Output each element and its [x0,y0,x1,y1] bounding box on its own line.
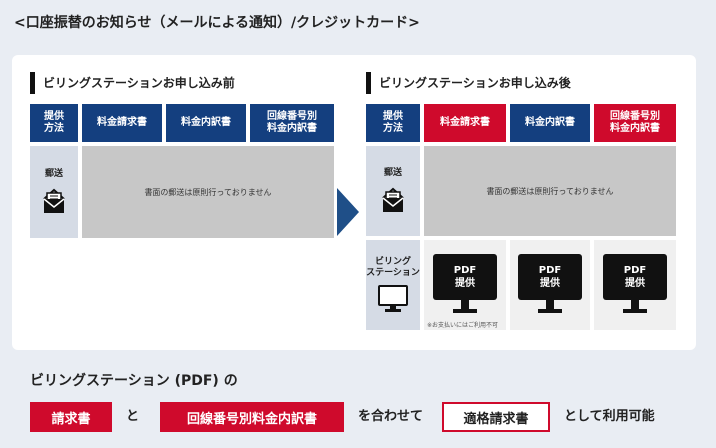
usage-text: として利用可能 [564,409,655,424]
billing-label-line2: ステーション [366,268,420,278]
qualified-invoice-chip: 適格請求書 [442,402,550,432]
arrow-right-icon [337,188,359,236]
before-header-method: 提供方法 [30,104,78,142]
after-billing-row-label: ビリング ステーション [366,240,420,330]
page-title: <口座振替のお知らせ（メールによる通知）/クレジットカード> [14,15,420,31]
after-header-line-breakdown: 回線番号別料金内訳書 [594,104,676,142]
envelope-icon [43,188,65,213]
before-header-invoice: 料金請求書 [82,104,162,142]
after-mail-message: 書面の郵送は原則行っておりません [424,146,676,236]
before-header-line-breakdown: 回線番号別料金内訳書 [250,104,334,142]
invoice-chip: 請求書 [30,402,112,432]
before-mail-message: 書面の郵送は原則行っておりません [82,146,334,238]
before-header-breakdown: 料金内訳書 [166,104,246,142]
after-mail-row-label: 郵送 [366,146,420,236]
pdf-payment-note: ※お支払いにはご利用不可 [427,322,499,329]
bottom-lead-text: ビリングステーション (PDF) の [30,373,238,389]
mail-label: 郵送 [383,168,402,179]
before-section-title: ビリングステーションお申し込み前 [30,72,235,94]
line-breakdown-chip: 回線番号別料金内訳書 [160,402,344,432]
mail-label: 郵送 [44,169,63,180]
after-header-method: 提供方法 [366,104,420,142]
monitor-icon [378,285,408,313]
after-header-invoice: 料金請求書 [424,104,506,142]
after-header-breakdown: 料金内訳書 [510,104,590,142]
after-section-title: ビリングステーションお申し込み後 [366,72,571,94]
conjunction-and: と [126,409,140,424]
billing-label-line1: ビリング [374,256,411,267]
before-mail-row-label: 郵送 [30,146,78,238]
conjunction-combined: を合わせて [358,409,424,424]
envelope-icon [382,187,404,212]
